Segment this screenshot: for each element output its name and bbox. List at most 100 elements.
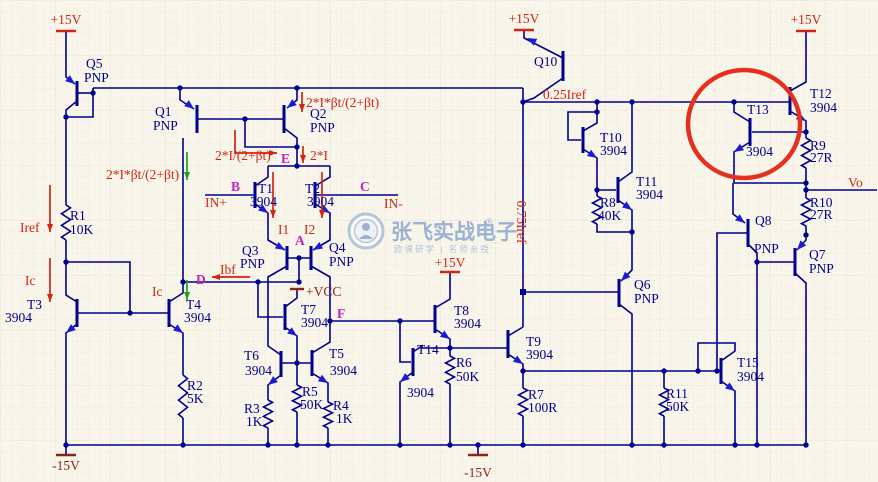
label-t2-type: 3904 xyxy=(307,194,334,209)
emitter-arrow-icon xyxy=(66,324,76,333)
label-t13: T13 xyxy=(747,102,769,117)
junction-dot xyxy=(397,318,403,324)
wire xyxy=(65,100,78,205)
node-a: A xyxy=(295,233,305,248)
annotation-arrowhead-icon xyxy=(319,210,325,218)
power-15v-3: +15V xyxy=(435,255,466,270)
label-q7-type: PNP xyxy=(809,261,834,276)
junction-dot xyxy=(520,99,526,105)
emitter-arrow-icon xyxy=(65,75,75,84)
junction-dot xyxy=(803,232,809,238)
junction-dot xyxy=(447,442,453,448)
label-q4: Q4 xyxy=(329,240,346,255)
resistor-symbols xyxy=(60,137,813,429)
wire xyxy=(284,290,298,308)
junction-dot xyxy=(629,229,635,235)
output-vo: Vo xyxy=(848,175,863,190)
junction-dot xyxy=(803,442,809,448)
label-r3: R3 xyxy=(244,401,260,416)
resistor-symbol xyxy=(321,401,335,429)
label-t13-type: 3904 xyxy=(746,144,773,159)
label-t15: T15 xyxy=(737,355,759,370)
wire xyxy=(65,240,78,303)
wire xyxy=(716,232,748,371)
junction-dot xyxy=(294,163,300,169)
label-layer: +15V+15V+15V+15V-15V-15V+VCCQ5PNPQ1PNPQ2… xyxy=(5,11,863,480)
junction-dot xyxy=(294,85,300,91)
highlight-circle-t13 xyxy=(685,67,803,181)
annotation-arrowhead-icon xyxy=(184,172,190,180)
label-t12: T12 xyxy=(810,86,832,101)
label-r11-value: 50K xyxy=(666,399,690,414)
label-t11: T11 xyxy=(636,174,657,189)
junction-dot xyxy=(732,442,738,448)
current-2i: 2*I xyxy=(310,148,329,163)
wire xyxy=(747,243,758,445)
emitter-arrow-icon xyxy=(317,374,328,383)
resistor-symbol xyxy=(590,195,604,225)
wire xyxy=(267,265,288,356)
label-r10: R10 xyxy=(810,195,833,210)
label-q1: Q1 xyxy=(155,104,172,119)
label-r4-value: 1K xyxy=(336,411,353,426)
label-r6-value: 50K xyxy=(456,369,480,384)
label-q5: Q5 xyxy=(86,56,103,71)
label-t3: T3 xyxy=(27,297,42,312)
emitter-arrow-icon xyxy=(287,99,297,108)
emitter-arrow-icon xyxy=(586,149,597,158)
wire xyxy=(789,31,807,92)
formula-3: 2*I/(2+βt) xyxy=(215,148,271,163)
annotation-arrowhead-icon xyxy=(269,150,277,156)
power-15v-1: +15V xyxy=(51,12,82,27)
junction-dot xyxy=(90,90,96,96)
label-t7: T7 xyxy=(301,302,316,317)
resistor-symbol xyxy=(516,387,530,417)
label-r9: R9 xyxy=(810,138,826,153)
junction-dot xyxy=(63,259,69,265)
label-r5: R5 xyxy=(302,384,318,399)
wire xyxy=(168,282,184,303)
emitter-arrow-icon xyxy=(287,327,297,336)
label-q2-type: PNP xyxy=(310,120,335,135)
power-rail-symbols xyxy=(56,28,816,457)
label-q8: Q8 xyxy=(755,213,772,228)
annotation-arrowhead-icon xyxy=(47,294,53,302)
resistor-symbol xyxy=(657,387,671,417)
label-t5-type: 3904 xyxy=(330,363,357,378)
resistor-symbol xyxy=(60,204,72,241)
input-minus: IN- xyxy=(384,196,403,211)
junction-dot xyxy=(731,99,737,105)
junction-square-dot xyxy=(520,289,526,295)
junction-dot xyxy=(594,109,600,115)
resistor-symbol xyxy=(177,374,189,419)
watermark-avatar-body xyxy=(359,235,373,239)
resistor-symbol xyxy=(799,197,813,227)
label-r2: R2 xyxy=(187,378,203,393)
junction-dot xyxy=(296,279,302,285)
label-q8-type: PNP xyxy=(754,241,779,256)
label-q3-type: PNP xyxy=(240,256,265,271)
junction-dot xyxy=(255,279,261,285)
junction-dot xyxy=(325,442,331,448)
current-ibf: Ibf xyxy=(220,262,236,277)
wire xyxy=(311,321,331,354)
power-neg15v-1: -15V xyxy=(52,458,80,473)
label-t15-type: 3904 xyxy=(737,369,764,384)
label-r2-value: 5K xyxy=(187,391,204,406)
emitter-arrow-icon xyxy=(313,241,324,250)
label-t6: T6 xyxy=(244,348,259,363)
power-vcc: +VCC xyxy=(306,284,341,299)
label-t1-type: 3904 xyxy=(250,194,277,209)
junction-dot xyxy=(803,129,809,135)
label-t10: T10 xyxy=(600,130,622,145)
junction-dot xyxy=(803,187,809,193)
emitter-arrow-icon xyxy=(725,382,735,391)
current-iref: Iref xyxy=(20,220,40,235)
current-ic-1: Ic xyxy=(25,273,36,288)
label-q5-type: PNP xyxy=(84,70,109,85)
label-r8-value: 40K xyxy=(598,208,622,223)
junction-dot xyxy=(629,442,635,448)
emitter-arrow-icon xyxy=(735,214,745,223)
label-t3-type: 3904 xyxy=(5,310,32,325)
